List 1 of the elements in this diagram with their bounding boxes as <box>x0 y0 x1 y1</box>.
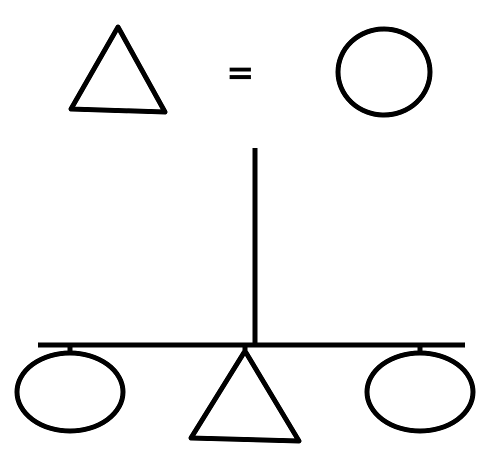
marriage-sign: = <box>226 56 254 90</box>
